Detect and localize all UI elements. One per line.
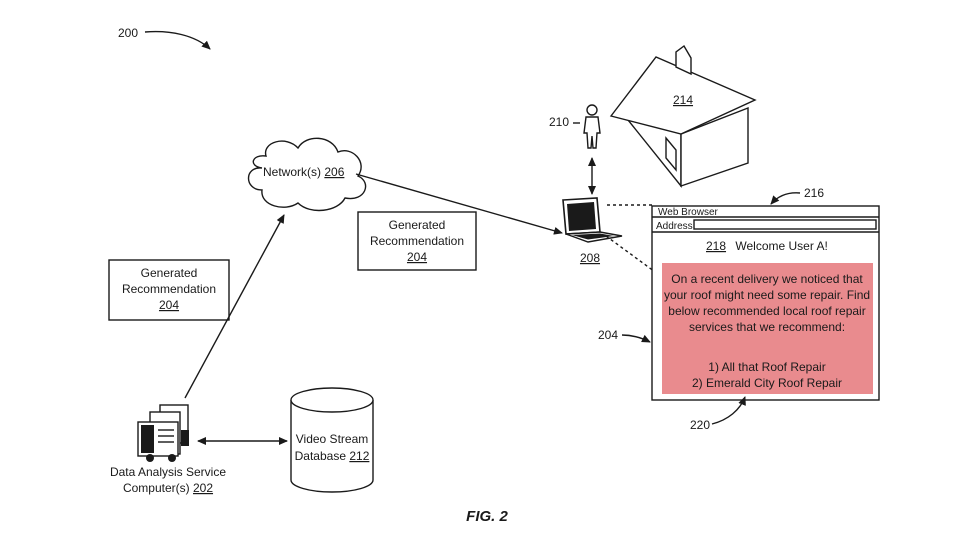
house: 214	[609, 44, 757, 188]
house-ref-label: 214	[673, 93, 693, 107]
recommendation-ref-label: 204	[598, 328, 618, 342]
message-line-4: services that we recommend:	[689, 320, 845, 334]
recommendation-box-left-frame	[108, 259, 230, 321]
laptop-ref-label: 208	[580, 251, 600, 265]
recommendation-left-line2: Recommendation	[122, 282, 216, 296]
panel-ref-label: 220	[690, 418, 710, 432]
network-to-laptop-arrow	[355, 173, 563, 235]
message-line-2: your roof might need some repair. Find	[664, 288, 870, 302]
database-icon	[290, 400, 374, 493]
recommendation-box-mid-frame	[357, 211, 477, 271]
browser-ref-label: 216	[804, 186, 824, 200]
browser-ref-arrow	[770, 192, 801, 205]
figure-ref-200: 200	[118, 26, 211, 50]
address-label: Address	[656, 221, 693, 232]
recommendation-box-left: Generated Recommendation 204	[108, 259, 230, 321]
video-stream-database: Video Stream Database 212	[290, 387, 374, 493]
recommendation-left-ref: 204	[159, 298, 179, 312]
recommendation-mid-line1: Generated	[389, 218, 446, 232]
laptop: 208	[562, 197, 623, 265]
user-ref-label: 210	[549, 115, 569, 129]
network-cloud: Network(s) 206	[247, 137, 367, 212]
user-person: 210	[549, 104, 601, 149]
message-line-1: On a recent delivery we noticed that	[671, 272, 863, 286]
recommendation-box-mid: Generated Recommendation 204	[357, 211, 477, 271]
cloud-icon	[247, 137, 367, 212]
address-field[interactable]	[693, 219, 877, 230]
database-label-line1: Video Stream	[296, 432, 369, 446]
recommendation-panel	[662, 263, 873, 394]
server-computers: Data Analysis Service Computer(s) 202	[110, 404, 226, 495]
network-label: Network(s) 206	[263, 165, 345, 179]
recommended-item-1[interactable]: 1) All that Roof Repair	[708, 360, 825, 374]
server-label-line2: Computer(s) 202	[123, 481, 213, 495]
recommendation-ref-arrow	[621, 334, 651, 343]
message-line-3: below recommended local roof repair	[668, 304, 865, 318]
figure-ref-arrow	[144, 30, 211, 50]
welcome-line: 218 Welcome User A!	[706, 239, 828, 253]
recommendation-mid-line2: Recommendation	[370, 234, 464, 248]
web-browser-window: 216 Web Browser Address 218 Welcome User…	[598, 186, 880, 432]
house-icon	[609, 44, 757, 188]
recommended-item-2[interactable]: 2) Emerald City Roof Repair	[692, 376, 842, 390]
recommendation-mid-ref: 204	[407, 250, 427, 264]
figure-caption: FIG. 2	[466, 508, 508, 525]
server-icon	[137, 404, 189, 462]
recommendation-left-line1: Generated	[141, 266, 198, 280]
database-label-line2: Database 212	[295, 449, 370, 463]
laptop-icon	[562, 197, 623, 243]
figure-ref-label: 200	[118, 26, 138, 40]
server-to-network-arrow	[184, 214, 285, 399]
person-icon	[583, 104, 601, 149]
browser-title: Web Browser	[658, 207, 719, 218]
server-label-line1: Data Analysis Service	[110, 465, 226, 479]
panel-ref-arrow	[711, 396, 746, 425]
